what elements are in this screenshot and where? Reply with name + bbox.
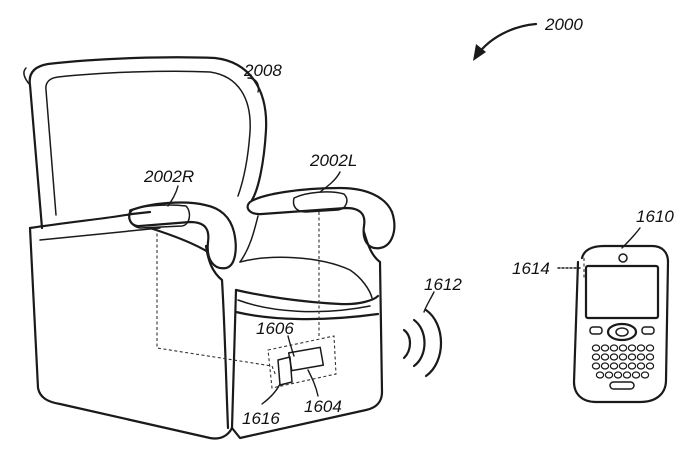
chair-seat (234, 288, 380, 306)
leader-1612 (423, 291, 435, 313)
label-armrest-right: 2002R (143, 167, 194, 186)
wave-middle (412, 318, 426, 368)
keypad-key (609, 344, 619, 352)
leader-1610 (621, 227, 641, 249)
label-wireless-signal: 1612 (424, 275, 462, 294)
armrest-right-front (204, 244, 230, 430)
label-chair-back: 2008 (243, 61, 282, 80)
leader-1604 (307, 369, 319, 397)
keypad-key (645, 362, 655, 370)
keypad-key (645, 344, 655, 352)
keypad-key (636, 362, 646, 370)
chair-top-rail (28, 210, 152, 230)
leader-1606 (287, 335, 295, 357)
keypad-key (591, 353, 601, 361)
backrest-left-frame (23, 67, 31, 86)
device-space-bar (609, 381, 635, 390)
seat-cushion-edge (237, 299, 371, 313)
device-right-key (641, 326, 655, 335)
connection-line-right (156, 228, 277, 377)
keypad-key (600, 362, 610, 370)
chair-body-shade (39, 227, 161, 241)
armrest-right-pad (128, 204, 191, 229)
system-arrow (473, 22, 538, 61)
keypad-key (609, 362, 619, 370)
leader-2002R (167, 185, 179, 207)
device-left-key (589, 326, 603, 335)
leader-2002L (319, 171, 341, 193)
keypad-key (609, 353, 619, 361)
keypad-key (618, 353, 628, 361)
keypad-key (604, 371, 614, 379)
chair-front-panel (234, 310, 380, 321)
wireless-signal-waves (402, 308, 443, 378)
label-controller: 1604 (304, 397, 342, 416)
keypad-key (591, 344, 601, 352)
keypad-key (636, 353, 646, 361)
controller-board (287, 346, 325, 372)
chair-backrest (28, 56, 268, 230)
keypad-key (627, 353, 637, 361)
label-system: 2000 (544, 15, 583, 34)
label-armrest-left: 2002L (309, 151, 357, 170)
keypad-key (645, 353, 655, 361)
leader-1616 (261, 383, 281, 405)
system-arrow-shaft (476, 22, 538, 56)
leader-lines (167, 77, 641, 405)
keypad-key (618, 362, 628, 370)
keypad-key (613, 371, 623, 379)
system-arrow-head (473, 44, 486, 61)
leader-2008 (247, 77, 260, 93)
keypad-key (591, 362, 601, 370)
armrest-left-front (230, 230, 384, 440)
device-body (572, 244, 670, 404)
recliner-chair (23, 56, 396, 440)
keypad-key (600, 344, 610, 352)
keypad-key (622, 371, 632, 379)
keypad-key (627, 362, 637, 370)
keypad-key (631, 371, 641, 379)
wave-outer (424, 308, 443, 378)
chair-front-left-side (28, 226, 238, 440)
device-nav-center (615, 327, 629, 337)
device-screen (584, 264, 660, 320)
device-nav-button (606, 322, 638, 342)
keypad-key (618, 344, 628, 352)
module-housing (267, 335, 337, 389)
keypad-key (640, 371, 650, 379)
seat-cushion-top (239, 256, 373, 299)
device-camera (618, 253, 628, 263)
keypad-key (636, 344, 646, 352)
label-handheld: 1610 (636, 207, 674, 226)
armrest-right-outer (148, 226, 210, 254)
keypad-key (627, 344, 637, 352)
handheld-device (572, 244, 670, 404)
control-module (267, 335, 337, 389)
device-keypad (591, 344, 655, 379)
armrest-left (246, 186, 396, 250)
transceiver-unit (277, 356, 293, 386)
backrest-inner-edge (45, 70, 251, 216)
label-transceiver: 1616 (242, 409, 280, 428)
keypad-key (595, 371, 605, 379)
label-antenna: 1614 (512, 259, 550, 278)
keypad-key (600, 353, 610, 361)
armrest-right (128, 201, 237, 270)
wave-inner (402, 328, 412, 360)
label-module: 1606 (256, 319, 294, 338)
armrest-left-inner (239, 215, 259, 263)
